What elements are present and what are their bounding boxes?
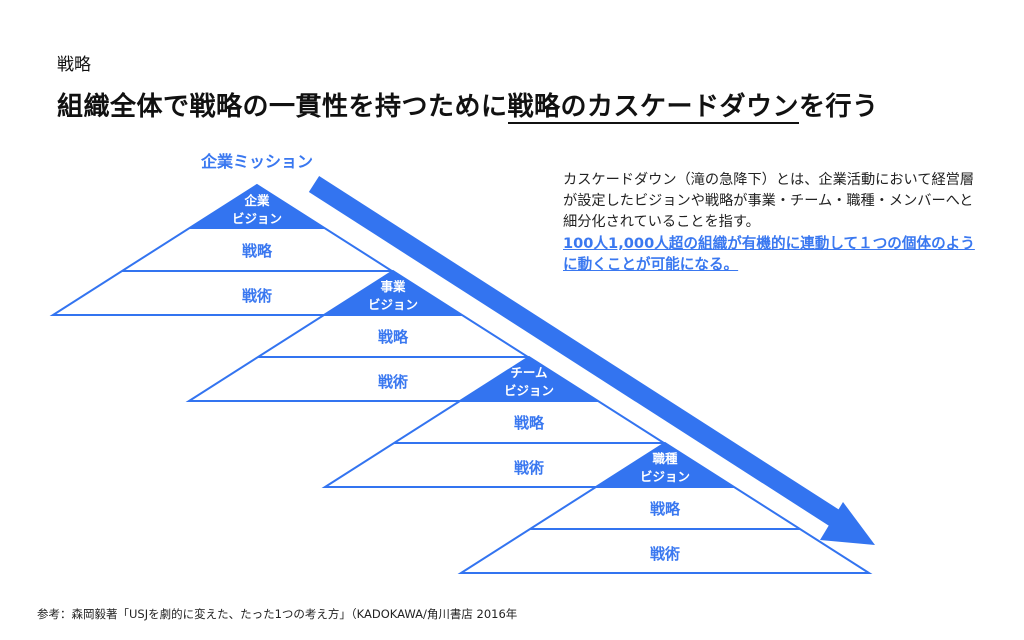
- tactics-label: 戦術: [378, 373, 408, 391]
- vision-label: 企業: [243, 193, 270, 208]
- description-body: カスケードダウン（滝の急降下）とは、企業活動において経営層が設定したビジョンや戦…: [563, 172, 975, 230]
- title-part: 組織全体で戦略の一貫性を持つために: [57, 92, 508, 122]
- vision-label: ビジョン: [640, 469, 690, 484]
- vision-label: ビジョン: [504, 383, 554, 398]
- tactics-label: 戦術: [242, 287, 272, 305]
- vision-tier: [595, 443, 735, 487]
- tactics-label: 戦術: [650, 545, 680, 563]
- vision-label: 職種: [652, 451, 678, 466]
- vision-label: チーム: [510, 365, 548, 380]
- vision-label: ビジョン: [232, 211, 282, 226]
- strategy-label: 戦略: [514, 414, 545, 432]
- vision-label: ビジョン: [368, 297, 418, 312]
- vision-tier: [459, 357, 599, 401]
- pyramid-outline: [49, 183, 465, 316]
- strategy-label: 戦略: [242, 242, 273, 260]
- footnote: 参考：森岡毅著「USJを劇的に変えた、たった1つの考え方」（KADOKAWA/角…: [37, 607, 518, 621]
- page-title: 組織全体で戦略の一貫性を持つために戦略のカスケードダウンを行う: [57, 86, 879, 124]
- title-part: を行う: [799, 92, 879, 122]
- strategy-label: 戦略: [378, 328, 409, 346]
- pyramid-outline: [457, 441, 873, 574]
- vision-tier: [187, 185, 327, 229]
- pyramid-outline: [185, 269, 601, 402]
- section-label: 戦略: [57, 55, 91, 75]
- title-underlined: 戦略のカスケードダウン: [507, 92, 800, 124]
- tactics-label: 戦術: [514, 459, 544, 477]
- description: カスケードダウン（滝の急降下）とは、企業活動において経営層が設定したビジョンや戦…: [563, 170, 983, 275]
- vision-tier: [323, 271, 463, 315]
- pyramid-outline: [321, 355, 737, 488]
- mission-label: 企業ミッション: [200, 152, 313, 171]
- vision-label: 事業: [380, 279, 406, 294]
- strategy-label: 戦略: [650, 500, 681, 518]
- description-emphasis: 100人1,000人超の組織が有機的に連動して１つの個体のように動くことが可能に…: [563, 235, 975, 273]
- cascade-arrow: [308, 176, 875, 545]
